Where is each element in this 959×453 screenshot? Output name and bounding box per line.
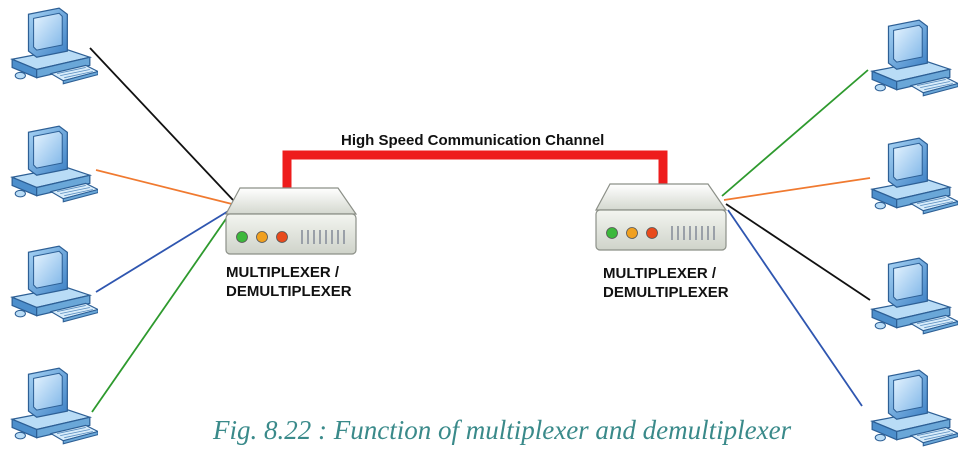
right-multiplexer-device-icon	[594, 183, 728, 251]
computer-icon	[871, 369, 958, 447]
left-multiplexer-device-icon	[224, 187, 358, 255]
figure-caption: Fig. 8.22 : Function of multiplexer and …	[213, 415, 792, 445]
left-link-3	[95, 209, 231, 293]
left-mux-label-line2: DEMULTIPLEXER	[226, 283, 352, 300]
right-link-3	[725, 203, 871, 301]
left-link-4	[91, 215, 229, 413]
left-mux-label: MULTIPLEXER / DEMULTIPLEXER	[226, 263, 352, 301]
computer-icon	[11, 125, 98, 203]
left-link-1	[89, 47, 234, 201]
right-link-2	[723, 177, 871, 201]
high-speed-channel-line	[282, 150, 668, 192]
computer-icon	[11, 7, 98, 85]
computer-icon	[871, 257, 958, 335]
left-link-2	[95, 169, 233, 205]
right-mux-label-line1: MULTIPLEXER /	[603, 265, 717, 282]
right-link-1	[721, 69, 869, 197]
computer-icon	[11, 245, 98, 323]
right-mux-label-line2: DEMULTIPLEXER	[603, 284, 729, 301]
channel-label: High Speed Communication Channel	[341, 132, 605, 149]
left-mux-label-line1: MULTIPLEXER /	[226, 264, 340, 281]
computer-icon	[871, 137, 958, 215]
right-link-4	[727, 209, 863, 407]
computer-icon	[11, 367, 98, 445]
computer-icon	[871, 19, 958, 97]
right-mux-label: MULTIPLEXER / DEMULTIPLEXER	[603, 264, 729, 302]
